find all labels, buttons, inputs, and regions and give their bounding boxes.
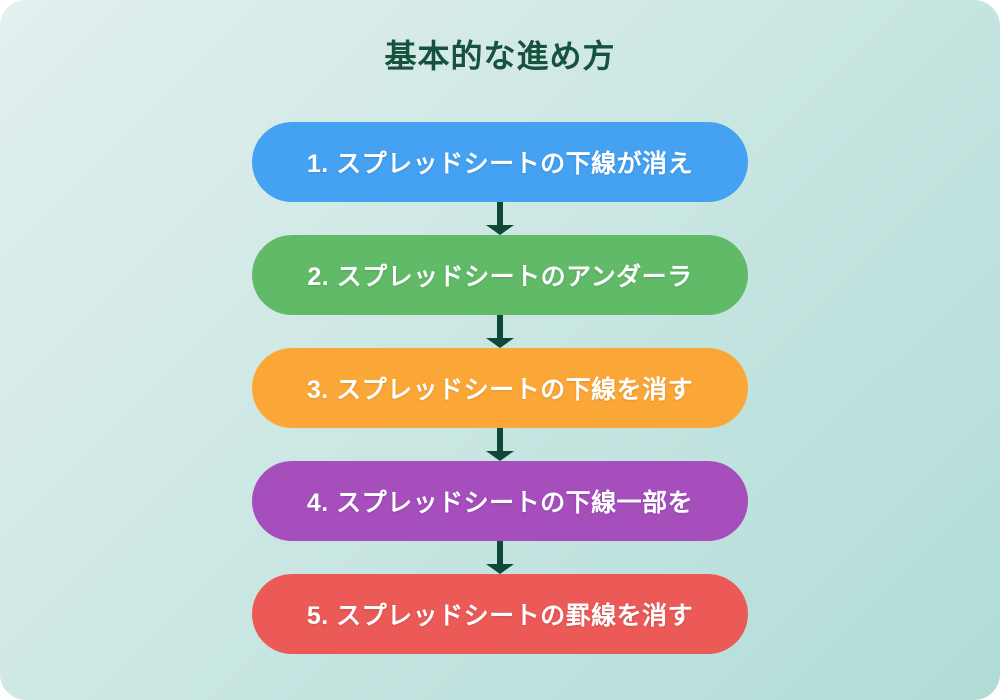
arrow-down-icon — [252, 315, 748, 348]
arrow-head — [486, 225, 514, 235]
step-1-label: 1. スプレッドシートの下線が消え — [306, 150, 694, 178]
step-2: 2. スプレッドシートのアンダーラ — [252, 235, 748, 315]
step-2-label: 2. スプレッドシートのアンダーラ — [307, 263, 693, 291]
step-3-label: 3. スプレッドシートの下線を消す — [306, 376, 694, 404]
arrow-head — [486, 564, 514, 574]
page-title: 基本的な進め方 — [384, 38, 616, 74]
arrow-down-icon — [252, 428, 748, 461]
flow-diagram: 1. スプレッドシートの下線が消え 2. スプレッドシートのアンダーラ 3. ス… — [252, 122, 748, 654]
step-1: 1. スプレッドシートの下線が消え — [252, 122, 748, 202]
arrow-down-icon — [252, 541, 748, 574]
arrow-stem — [497, 541, 503, 565]
arrow-down-icon — [252, 202, 748, 235]
arrow-stem — [497, 315, 503, 339]
step-4-label: 4. スプレッドシートの下線一部を — [306, 489, 694, 517]
arrow-stem — [497, 202, 503, 226]
arrow-head — [486, 338, 514, 348]
step-3: 3. スプレッドシートの下線を消す — [252, 348, 748, 428]
step-5-label: 5. スプレッドシートの罫線を消す — [306, 602, 694, 630]
step-5: 5. スプレッドシートの罫線を消す — [252, 574, 748, 654]
arrow-head — [486, 451, 514, 461]
step-4: 4. スプレッドシートの下線一部を — [252, 461, 748, 541]
arrow-stem — [497, 428, 503, 452]
